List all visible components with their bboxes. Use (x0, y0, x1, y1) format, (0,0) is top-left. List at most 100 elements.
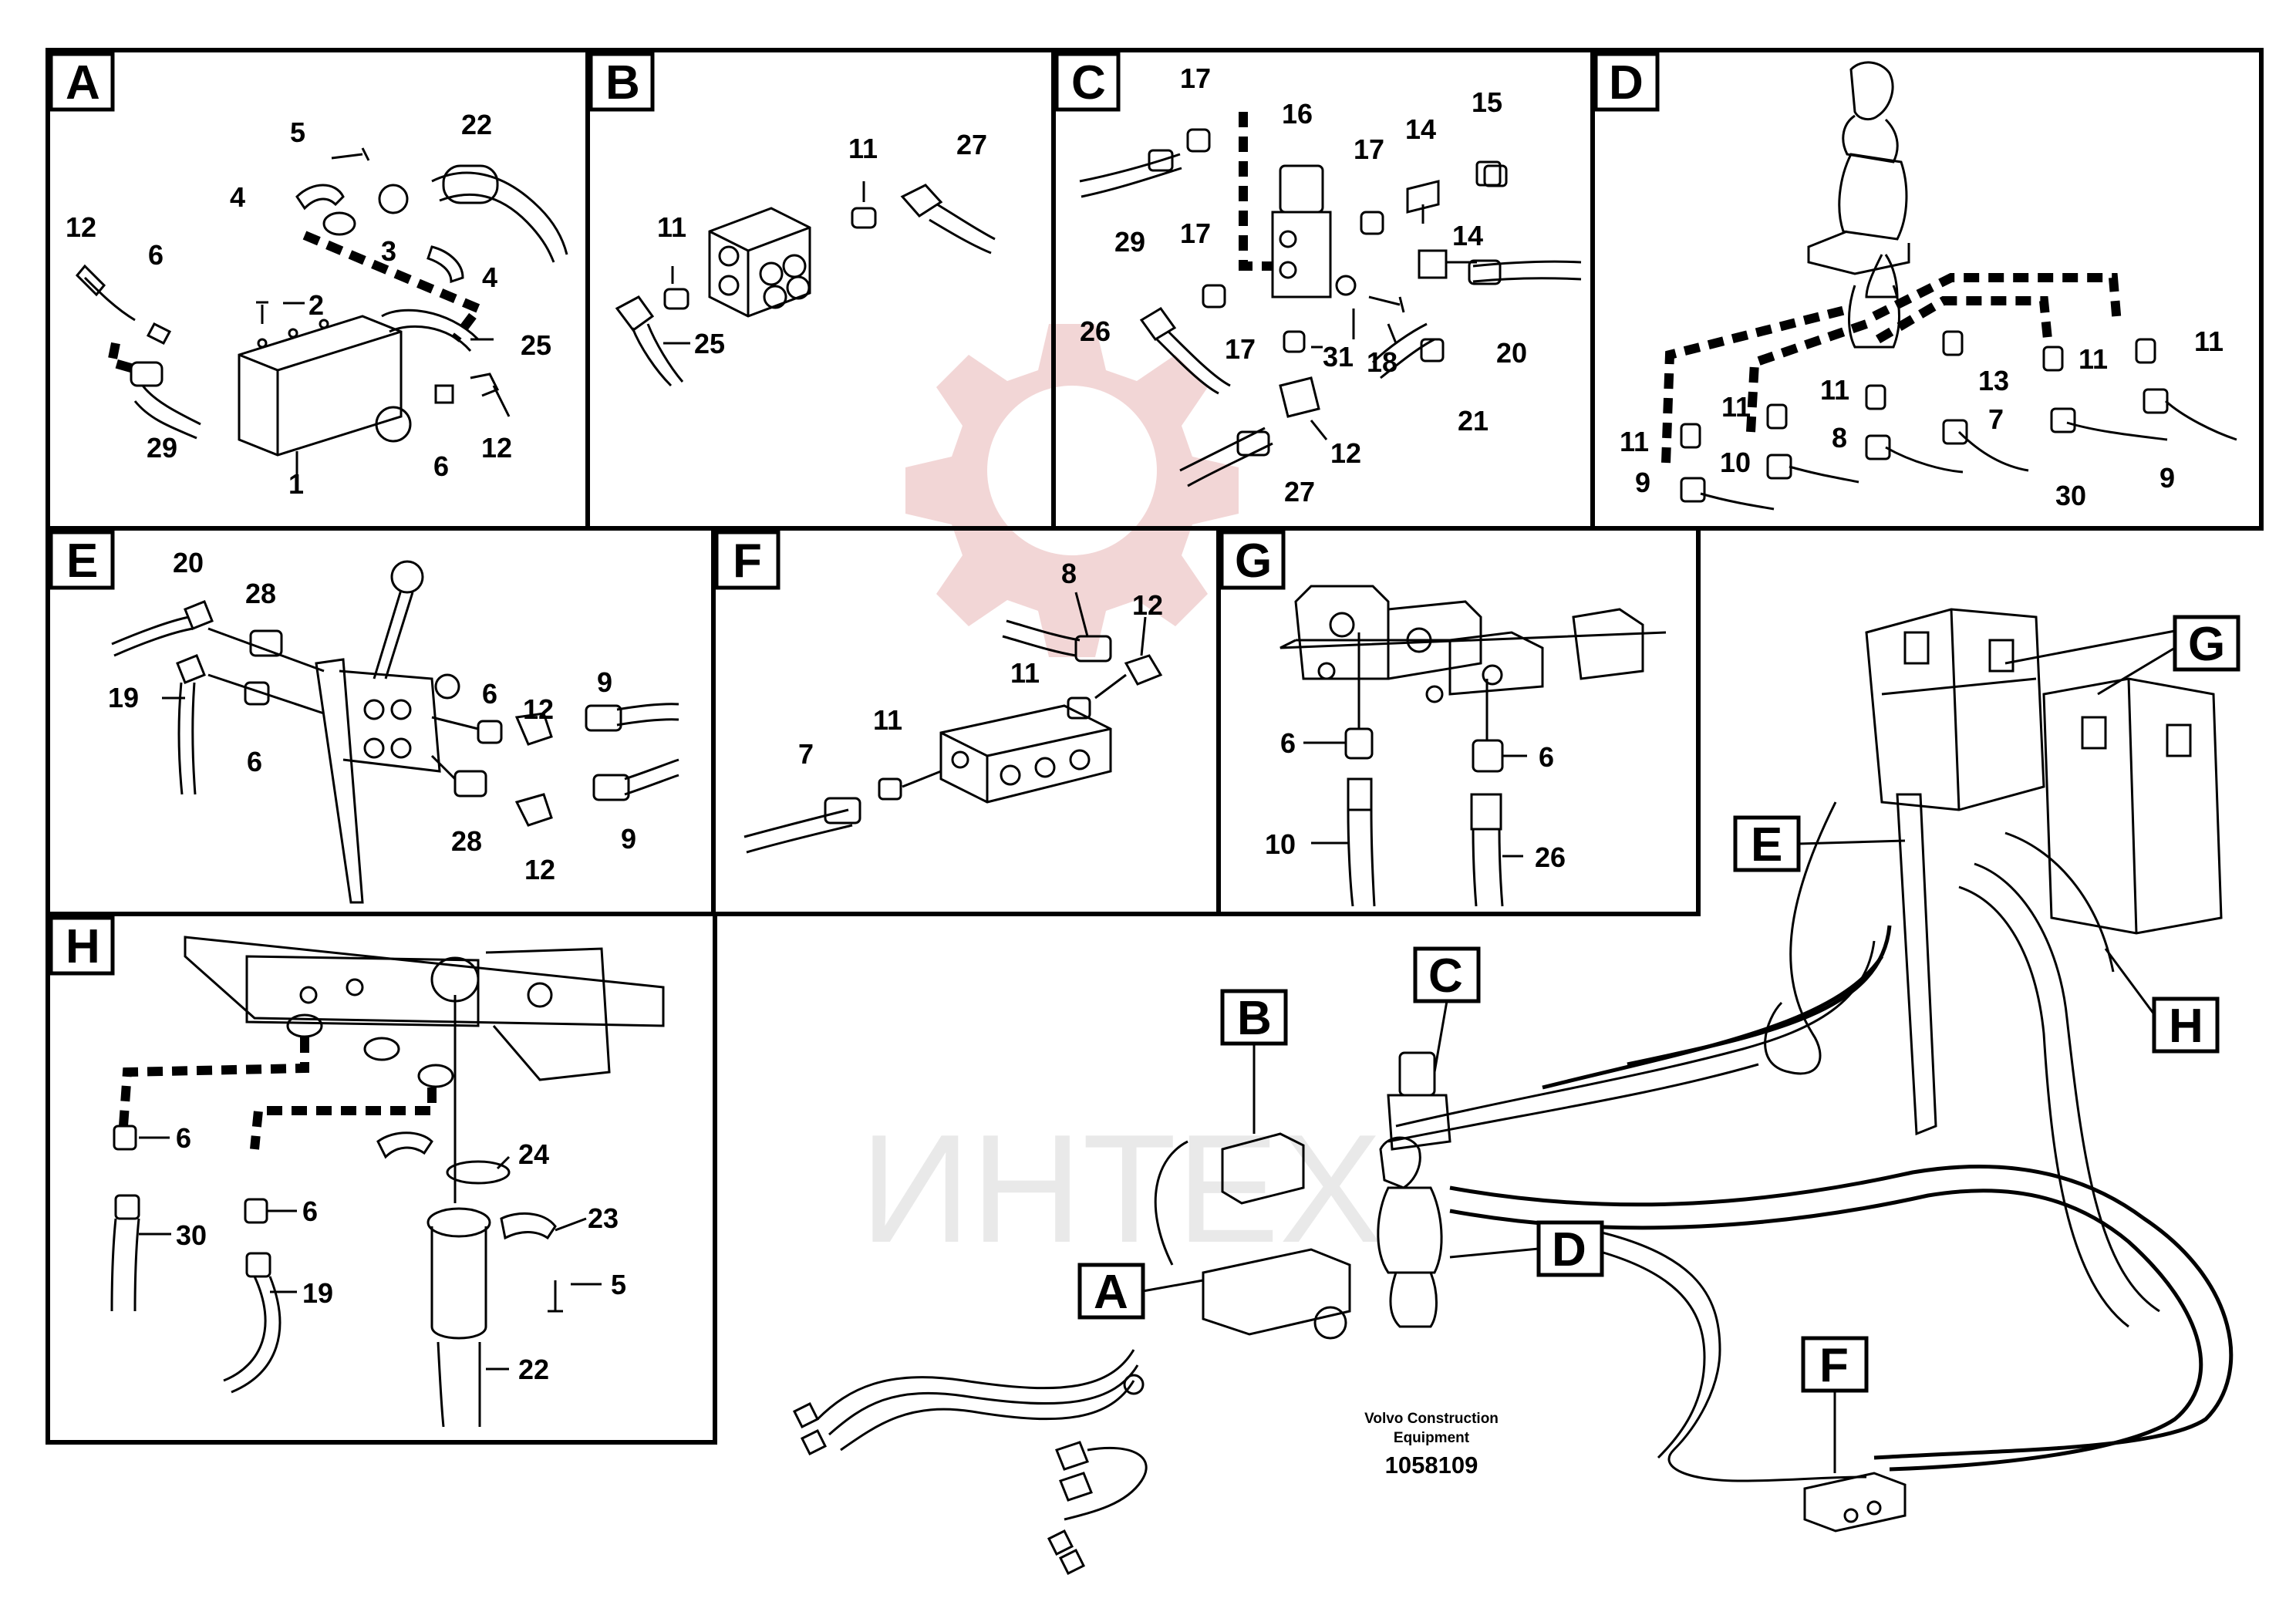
part-number-label: 9 (1635, 467, 1650, 498)
part-number-label: 14 (1405, 113, 1436, 145)
panel-b-letter: B (588, 52, 655, 112)
part-number-label: 9 (621, 823, 636, 855)
part-number-label: 30 (176, 1219, 207, 1251)
part-number-label: 4 (230, 181, 245, 213)
part-number-label: 15 (1472, 86, 1502, 118)
part-number-label: 12 (524, 854, 555, 885)
panel-f-letter: F (714, 530, 781, 590)
callout-c: C (1413, 946, 1481, 1073)
part-number-label: 17 (1180, 62, 1211, 94)
part-number-label: 6 (302, 1195, 318, 1227)
part-number-label: 12 (523, 693, 554, 725)
part-number-label: 11 (1820, 374, 1849, 406)
callout-letter-label: F (1819, 1339, 1849, 1392)
part-number-label: 13 (1978, 365, 2009, 396)
footer: Volvo Construction Equipment 1058109 (1364, 1411, 1499, 1479)
overview-drawing (792, 608, 2234, 1576)
panel-c-letter: C (1054, 52, 1121, 112)
panel-a-numbers: 5 22 4 12 6 3 4 2 25 29 1 6 12 (66, 109, 551, 500)
part-number-label: 6 (1539, 741, 1554, 773)
panel-h-drawing (110, 936, 665, 1428)
part-number-label: 8 (1061, 558, 1077, 589)
panel-d-numbers: 11 11 11 11 13 11 7 8 10 9 30 9 (1620, 325, 2224, 511)
part-number-label: 10 (1720, 447, 1751, 478)
part-number-label: 5 (290, 116, 305, 148)
panel-letter-label: G (1235, 534, 1272, 588)
part-number-label: 17 (1180, 218, 1211, 249)
panel-letter-label: B (605, 56, 640, 110)
part-number-label: 29 (1114, 226, 1145, 258)
callout-letter-label: H (2169, 1000, 2203, 1053)
part-number-label: 25 (694, 328, 725, 359)
part-number-label: 22 (518, 1354, 549, 1385)
part-number-label: 3 (381, 235, 396, 267)
panel-letter-label: D (1609, 56, 1644, 110)
part-number-label: 18 (1367, 346, 1397, 378)
panel-g-letter: G (1219, 530, 1286, 590)
part-number-label: 5 (611, 1269, 626, 1300)
part-number-label: 29 (147, 432, 177, 464)
panel-g-drawing (1279, 585, 1667, 907)
panel-c-numbers: 17 16 14 15 17 29 17 14 26 17 31 18 20 2… (1080, 62, 1527, 508)
panel-f-drawing (743, 592, 1163, 854)
panel-e-numbers: 20 28 19 6 6 12 9 28 12 9 (108, 547, 636, 885)
panel-e-letter: E (49, 530, 115, 590)
part-number-label: 9 (597, 666, 612, 698)
callout-letter-label: B (1237, 992, 1272, 1045)
part-number-label: 26 (1080, 315, 1111, 347)
part-number-label: 20 (173, 547, 204, 578)
panel-g-numbers: 6 6 10 26 (1265, 727, 1566, 873)
panel-letter-label: E (66, 534, 98, 588)
part-number-label: 31 (1323, 341, 1354, 373)
callout-a: A (1077, 1263, 1204, 1320)
part-number-label: 12 (1330, 437, 1361, 469)
watermark: ИНТЕХ (860, 324, 1382, 1275)
watermark-text: ИНТЕХ (860, 1103, 1382, 1275)
callout-h: H (2104, 948, 2220, 1054)
part-number-label: 16 (1282, 98, 1313, 130)
part-number-label: 14 (1452, 220, 1483, 251)
part-number-label: 30 (2055, 480, 2086, 511)
part-number-label: 11 (848, 133, 878, 164)
part-number-label: 1 (288, 468, 304, 500)
callout-f: F (1801, 1336, 1869, 1473)
panel-b-drawing (615, 181, 996, 387)
panel-letter-label: F (733, 534, 762, 588)
part-number-label: 2 (308, 289, 324, 321)
part-number-label: 6 (482, 678, 497, 710)
callout-letter-label: D (1552, 1223, 1586, 1276)
callout-letter-label: A (1094, 1266, 1128, 1319)
callout-letter-label: G (2188, 618, 2225, 671)
part-number-label: 6 (247, 746, 262, 777)
part-number-label: 19 (302, 1277, 333, 1309)
part-number-label: 22 (461, 109, 492, 140)
panel-a-drawing (75, 147, 568, 474)
part-number-label: 11 (873, 704, 902, 736)
part-number-label: 6 (1280, 727, 1296, 759)
panel-a-letter: A (49, 52, 115, 112)
panel-f-numbers: 8 12 11 11 7 (798, 558, 1163, 770)
part-number-label: 10 (1265, 828, 1296, 860)
panel-e-drawing (111, 560, 679, 904)
part-number-label: 17 (1354, 133, 1384, 165)
panel-c-drawing (1079, 112, 1582, 487)
part-number-label: 12 (1132, 589, 1163, 621)
part-number-label: 11 (2194, 325, 2224, 357)
panel-h-numbers: 6 6 24 30 23 19 5 22 (176, 1122, 626, 1385)
company-line1: Volvo Construction (1364, 1411, 1499, 1427)
callout-g: G (2004, 615, 2240, 696)
part-number-label: 21 (1458, 405, 1489, 437)
part-number-label: 24 (518, 1138, 549, 1170)
part-number-label: 12 (481, 432, 512, 464)
panel-b-numbers: 11 27 11 25 (657, 129, 987, 359)
part-number-label: 9 (2159, 462, 2175, 494)
part-number-label: 7 (1988, 403, 2004, 435)
part-number-label: 6 (176, 1122, 191, 1154)
part-number-label: 7 (798, 738, 814, 770)
part-number-label: 23 (588, 1202, 619, 1234)
panel-letter-label: H (66, 920, 100, 973)
part-number-label: 25 (521, 329, 551, 361)
part-number-label: 27 (1284, 476, 1315, 508)
part-number-label: 11 (1010, 657, 1040, 689)
